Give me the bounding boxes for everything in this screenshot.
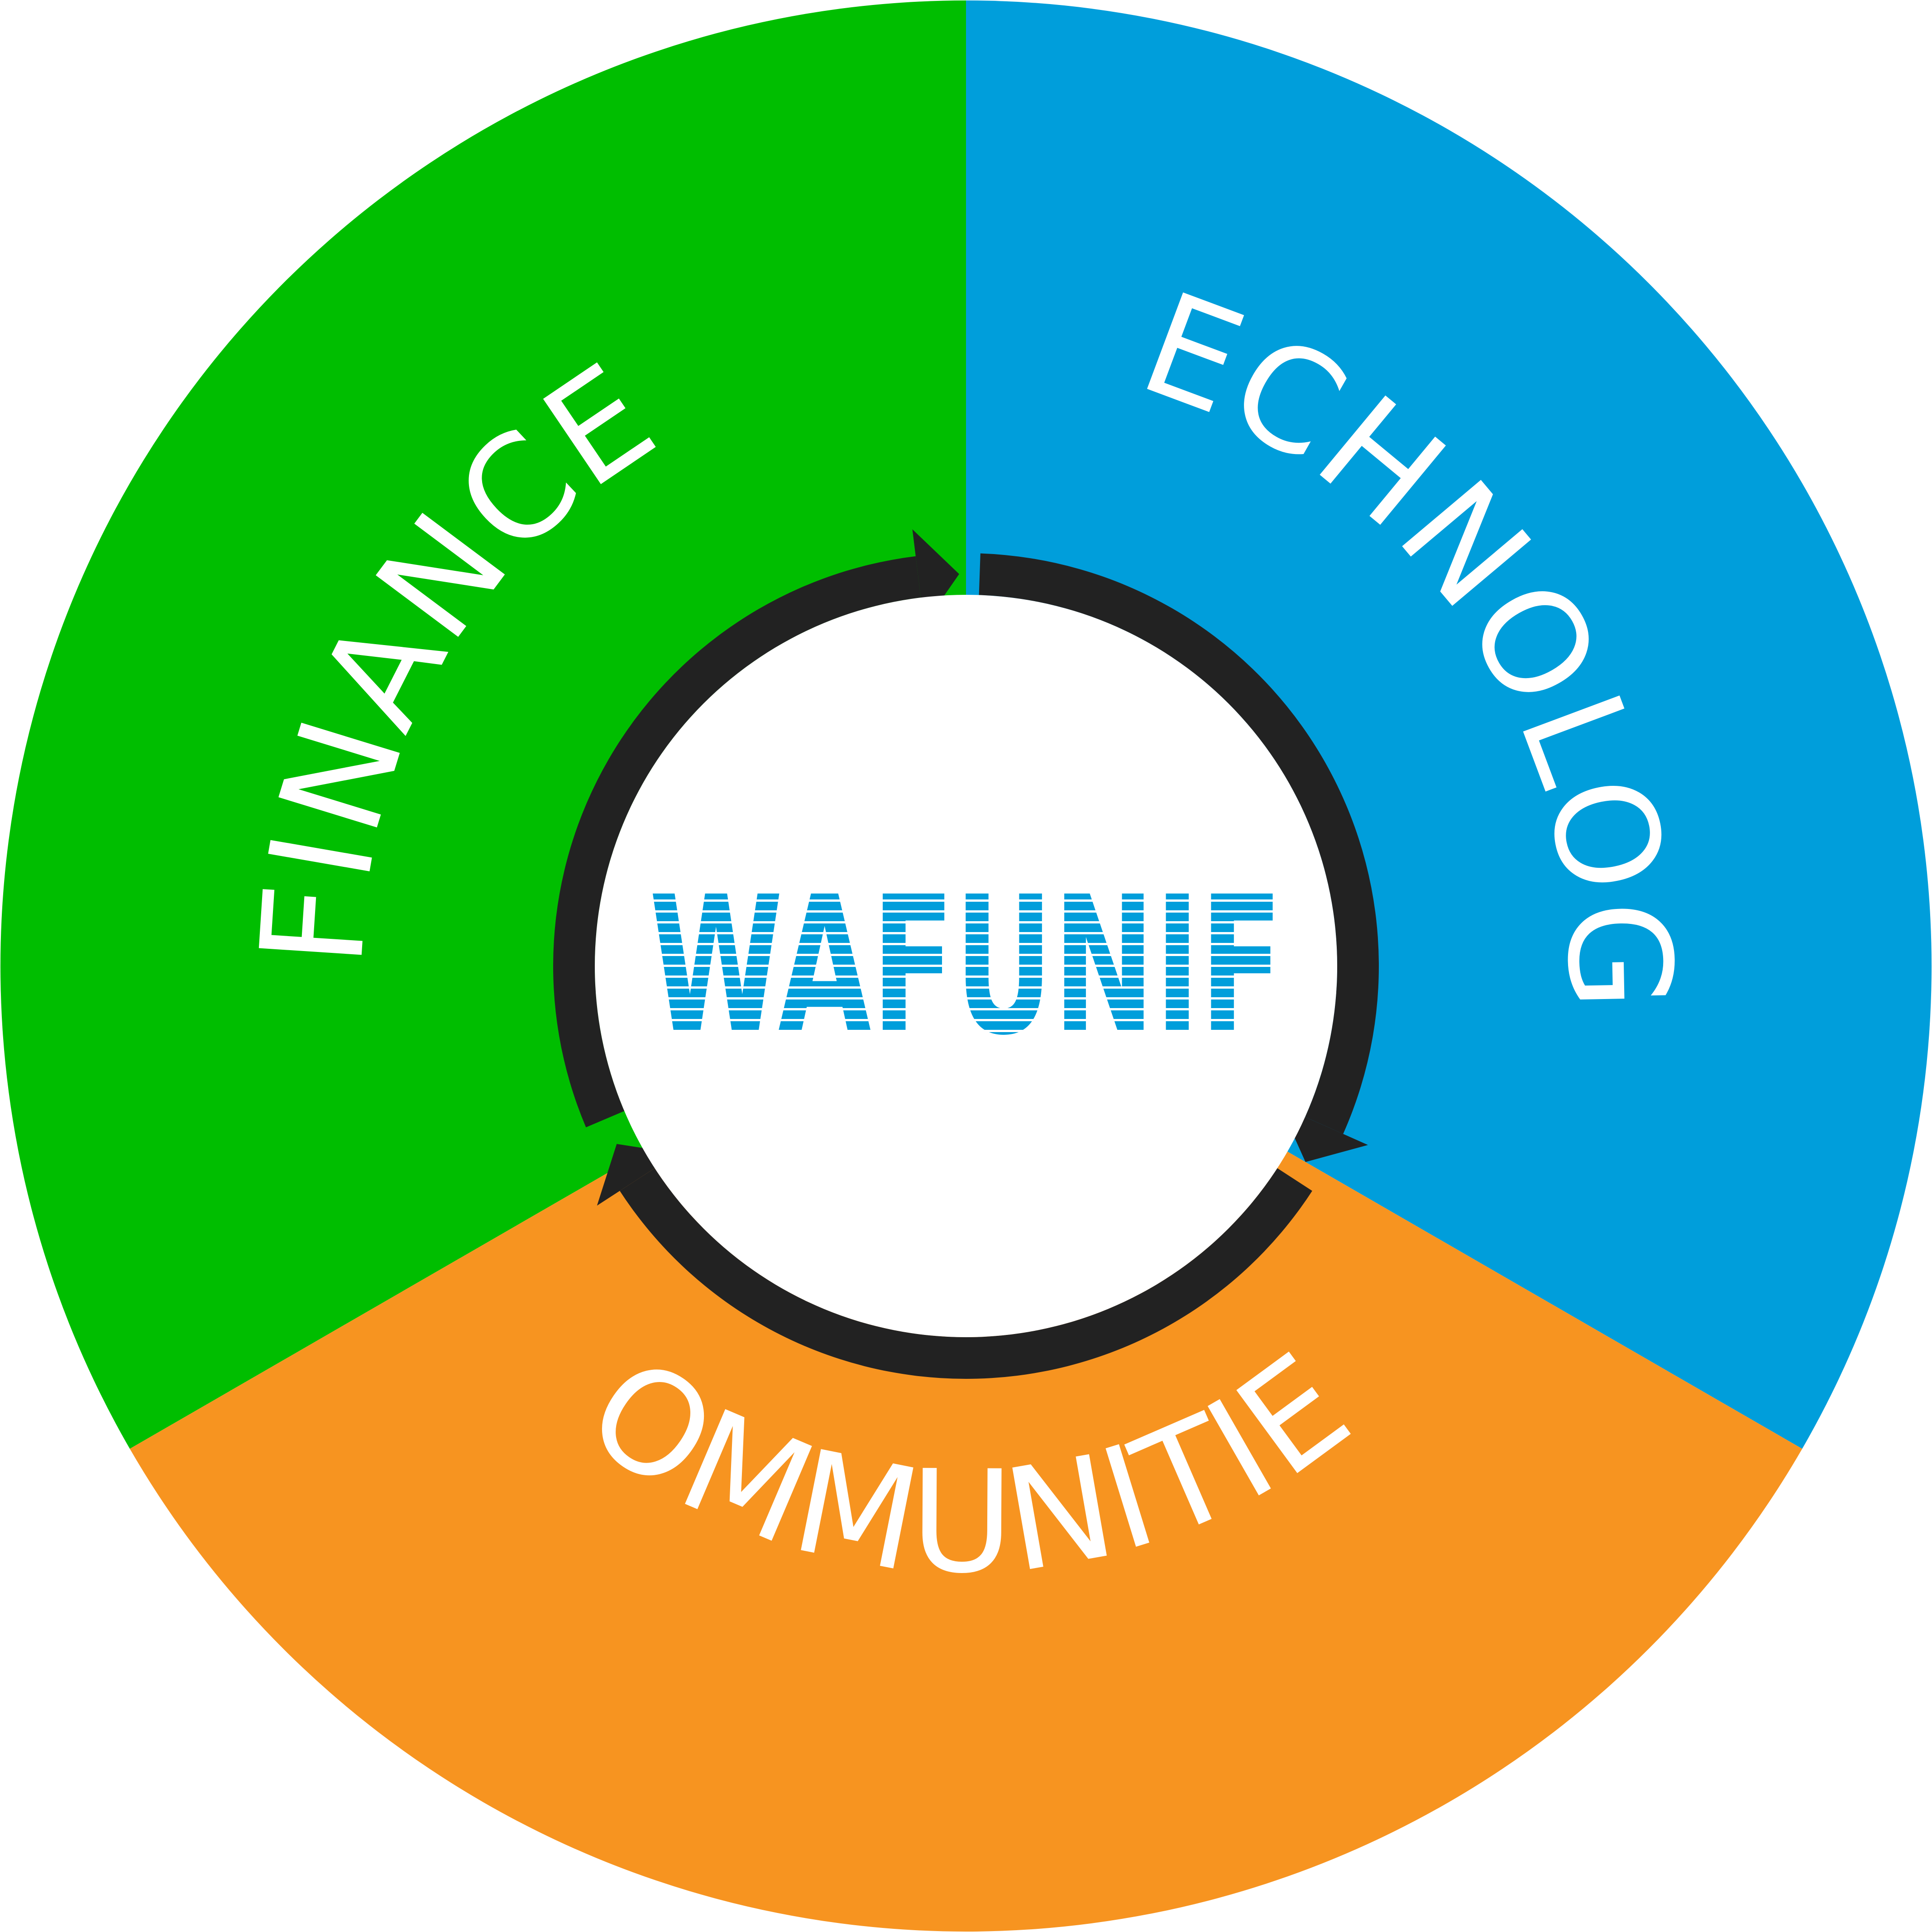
ring-arc-technology <box>979 553 1379 1134</box>
ring-arc-communities <box>620 1168 1312 1379</box>
wafunif-logo: WAFUNIF <box>649 856 1283 1077</box>
ring-arc-finance <box>553 556 921 1128</box>
communities-segment <box>129 966 1803 1932</box>
center-disc <box>595 595 1337 1337</box>
